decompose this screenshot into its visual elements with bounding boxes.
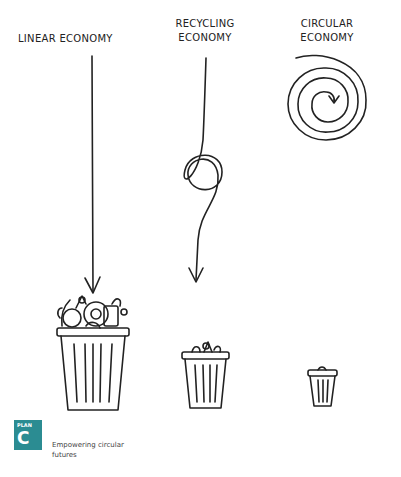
arrow-head xyxy=(329,96,339,103)
column-heading: CIRCULAR ECONOMY xyxy=(282,17,372,45)
logo-word: PLAN xyxy=(17,422,39,429)
logo-box: PLANC xyxy=(14,420,42,450)
looping-arrow xyxy=(184,58,222,280)
logo-tagline: Empowering circular futures xyxy=(52,440,124,460)
full-trash-bin xyxy=(57,296,129,410)
half-trash-bin xyxy=(182,342,229,408)
logo-letter: C xyxy=(17,429,39,447)
column-heading: RECYCLING ECONOMY xyxy=(160,17,250,45)
small-trash-bin xyxy=(308,367,337,406)
arrow-head xyxy=(85,277,100,293)
straight-arrow xyxy=(92,56,93,292)
arrow-head xyxy=(189,268,203,282)
column-heading: LINEAR ECONOMY xyxy=(18,32,168,46)
spiral-arrow xyxy=(288,55,366,140)
